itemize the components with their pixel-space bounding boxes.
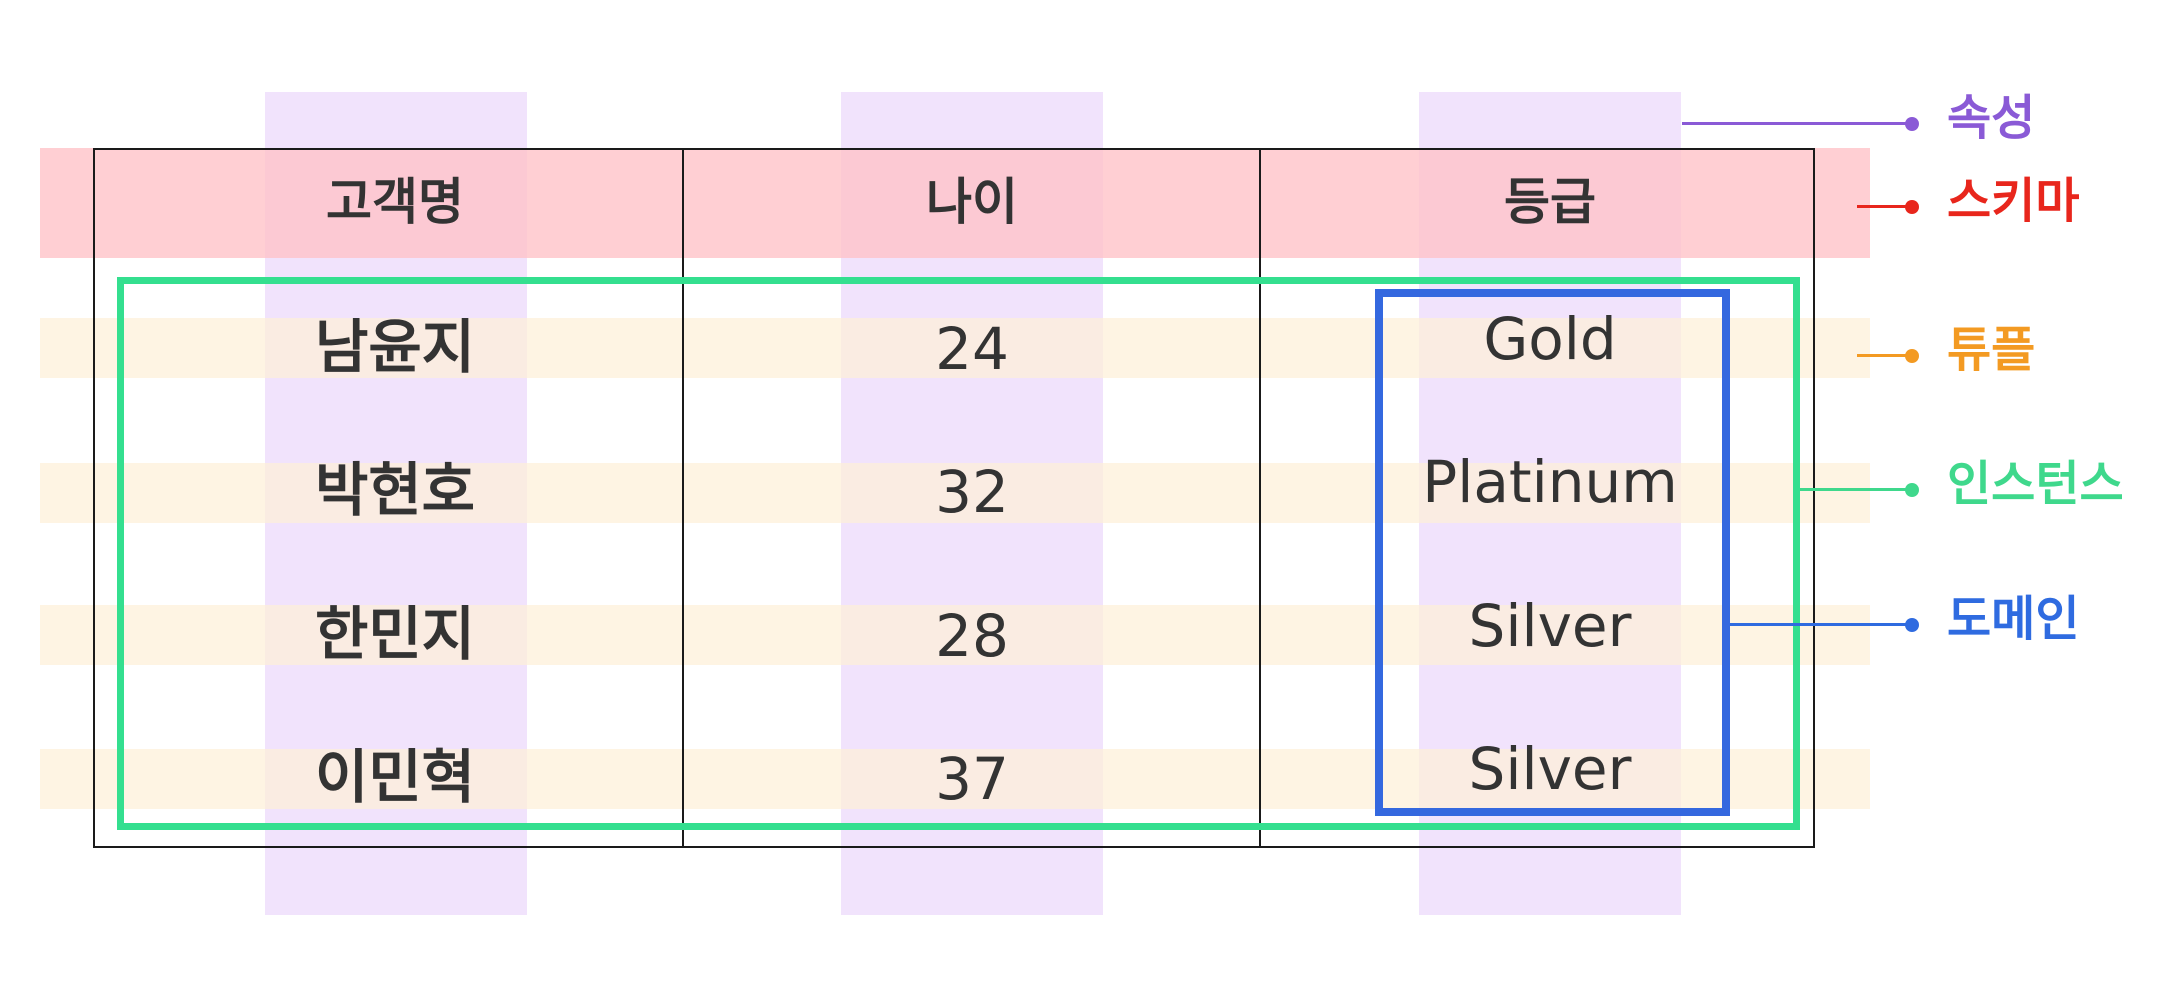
domain-connector [1730,623,1912,626]
legend-tuple: 튜플 [1947,322,2036,378]
column-divider [1259,148,1261,848]
header-grade: 등급 [1504,173,1596,231]
cell-grade: Platinum [1422,448,1678,516]
cell-customer-name: 박현호 [314,456,476,524]
cell-age: 24 [935,315,1009,383]
cell-customer-name: 이민혁 [314,743,476,811]
cell-age: 28 [935,602,1009,670]
schema-connector [1857,205,1912,208]
cell-grade: Silver [1468,592,1632,660]
tuple-connector [1857,354,1912,357]
attribute-connector [1682,122,1912,125]
legend-domain: 도메인 [1947,591,2080,647]
domain-box [1375,289,1730,816]
legend-attribute: 속성 [1947,90,2036,146]
cell-customer-name: 한민지 [314,600,476,668]
instance-box [117,277,1800,830]
header-age: 나이 [926,173,1018,231]
legend-instance: 인스턴스 [1947,456,2124,512]
cell-grade: Silver [1468,735,1632,803]
tuple-dot [1905,349,1919,363]
legend-schema: 스키마 [1947,173,2080,229]
tuple-band [40,749,1870,809]
instance-connector [1800,488,1912,491]
relation-table [93,148,1815,848]
column-divider [682,148,684,848]
cell-age: 32 [935,458,1009,526]
tuple-band [40,318,1870,378]
tuple-band [40,605,1870,665]
instance-dot [1905,483,1919,497]
domain-dot [1905,618,1919,632]
header-customer-name: 고객명 [326,173,464,231]
cell-age: 37 [935,745,1009,813]
attribute-dot [1905,117,1919,131]
tuple-band [40,463,1870,523]
cell-grade: Gold [1483,305,1617,373]
schema-dot [1905,200,1919,214]
cell-customer-name: 남윤지 [314,313,476,381]
schema-band [40,148,1870,258]
